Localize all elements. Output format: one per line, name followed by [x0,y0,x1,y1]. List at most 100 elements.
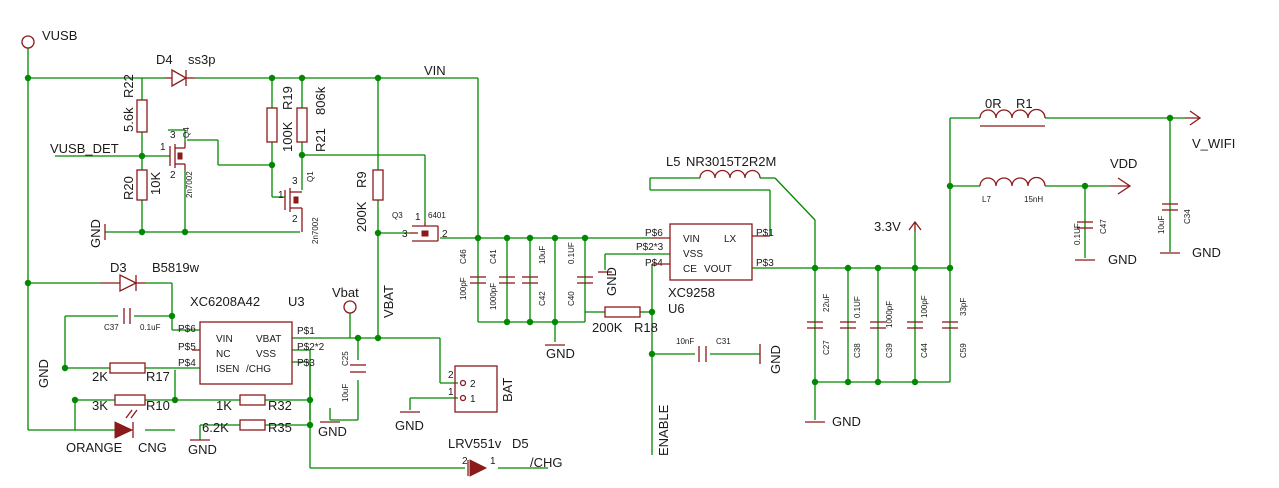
svg-text:GND: GND [88,219,103,248]
svg-text:L7: L7 [982,195,991,204]
svg-text:33pF: 33pF [959,298,968,316]
svg-text:15nH: 15nH [1024,195,1043,204]
v33-arrow: 3.3V [874,219,922,234]
svg-text:P$3: P$3 [756,258,774,269]
svg-text:3: 3 [402,229,408,240]
svg-text:C46: C46 [459,249,468,264]
svg-text:C40: C40 [567,291,576,306]
svg-text:0.1uF: 0.1uF [140,323,161,332]
resistor-r18: 200K R18 [592,306,658,335]
diode-d3: D3 B5819w [100,260,200,293]
svg-text:BAT: BAT [500,378,515,402]
svg-text:P$4: P$4 [178,358,196,369]
svg-text:C31: C31 [716,337,731,346]
gnd-symbol: GND [598,267,619,296]
svg-text:C41: C41 [489,249,498,264]
svg-text:2: 2 [292,214,298,225]
svg-text:2n7002: 2n7002 [311,217,320,244]
resistor-r17: 2K R17 [92,362,170,384]
svg-text:ss3p: ss3p [188,52,215,67]
wires [27,48,1185,469]
svg-text:L5: L5 [666,154,680,169]
inductor-l5: L5 NR3015T2R2M [666,154,776,179]
svg-text:P$6: P$6 [178,324,196,335]
svg-text:P$1: P$1 [756,228,774,239]
svg-text:1: 1 [160,142,166,153]
mosfet-q1: 1 3 2 Q1 2n7002 [278,171,320,244]
svg-text:XC9258: XC9258 [668,285,715,300]
svg-text:2: 2 [442,229,448,240]
svg-text:0R: 0R [985,96,1002,111]
svg-text:ISEN: ISEN [216,364,239,375]
gnd-symbol: GND [188,439,217,457]
gnd-symbol: GND [318,421,347,439]
svg-text:1K: 1K [216,398,232,413]
gnd-symbol: GND [1075,252,1137,267]
vusb-det-label: VUSB_DET [50,141,119,156]
svg-text:Vbat: Vbat [332,285,359,300]
gnd-symbol: GND [88,219,106,248]
capacitor-c27: 22uF C27 [807,294,831,355]
capacitor-c25: C25 10uF [341,351,366,402]
svg-text:200K: 200K [592,320,623,335]
svg-text:C37: C37 [104,323,119,332]
svg-text:3: 3 [292,176,298,187]
svg-text:CE: CE [683,264,697,275]
svg-text:2n7002: 2n7002 [185,171,194,198]
svg-text:P$6: P$6 [645,228,663,239]
capacitor-c31: 10nF C31 [676,337,731,362]
svg-text:V_WIFI: V_WIFI [1192,136,1235,151]
svg-text:C47: C47 [1099,219,1108,234]
svg-text:1: 1 [278,190,284,201]
svg-text:R9: R9 [354,171,369,188]
svg-text:R21: R21 [313,128,328,152]
svg-text:/CHG: /CHG [246,364,271,375]
resistor-r20: R20 10K [121,169,163,201]
svg-text:3: 3 [170,130,176,141]
capacitor-c41: C41 1000pF [489,249,515,310]
svg-text:NC: NC [216,349,230,360]
vusb-terminal: VUSB [21,28,77,49]
svg-text:P$5: P$5 [178,342,196,353]
svg-text:VIN: VIN [216,334,233,345]
vin-label: VIN [424,63,446,78]
gnd-symbol: GND [395,411,424,433]
svg-text:10uF: 10uF [538,246,547,264]
svg-text:10K: 10K [148,172,163,195]
svg-text:R20: R20 [121,176,136,200]
svg-text:D3: D3 [110,260,127,275]
svg-text:10nF: 10nF [676,337,694,346]
gnd-symbol: GND [545,344,575,361]
inductor-r1: 0R R1 [979,96,1046,127]
svg-text:GND: GND [546,346,575,361]
svg-text:200K: 200K [354,201,369,232]
svg-text:1: 1 [448,387,454,398]
enable-label: ENABLE [656,404,671,456]
svg-text:R10: R10 [146,398,170,413]
svg-text:1000pF: 1000pF [489,283,498,310]
svg-text:GND: GND [188,442,217,457]
svg-text:VSS: VSS [683,249,703,260]
svg-text:1: 1 [490,456,496,467]
svg-text:0.1UF: 0.1UF [567,242,576,264]
svg-text:3.3V: 3.3V [874,219,901,234]
svg-text:GND: GND [832,414,861,429]
capacitor-c37: C37 0.1uF [104,308,161,332]
svg-text:R35: R35 [268,420,292,435]
svg-text:GND: GND [36,359,51,388]
svg-text:LX: LX [724,234,737,245]
svg-text:P$3: P$3 [297,358,315,369]
svg-text:Q3: Q3 [392,211,403,220]
svg-text:CNG: CNG [138,440,167,455]
svg-text:GND: GND [604,267,619,296]
svg-text:6.2K: 6.2K [202,420,229,435]
svg-text:R18: R18 [634,320,658,335]
capacitor-c44: 100pF C44 [907,295,929,358]
vbat-net-label: VBAT [381,285,396,318]
svg-text:D4: D4 [156,52,173,67]
svg-text:GND: GND [318,424,347,439]
svg-text:D5: D5 [512,436,529,451]
svg-text:ORANGE: ORANGE [66,440,123,455]
svg-text:1000pF: 1000pF [885,301,894,328]
ic-u3: XC6208A42 U3 P$6 P$5 P$4 P$1 P$2*2 P$3 V… [178,294,325,385]
